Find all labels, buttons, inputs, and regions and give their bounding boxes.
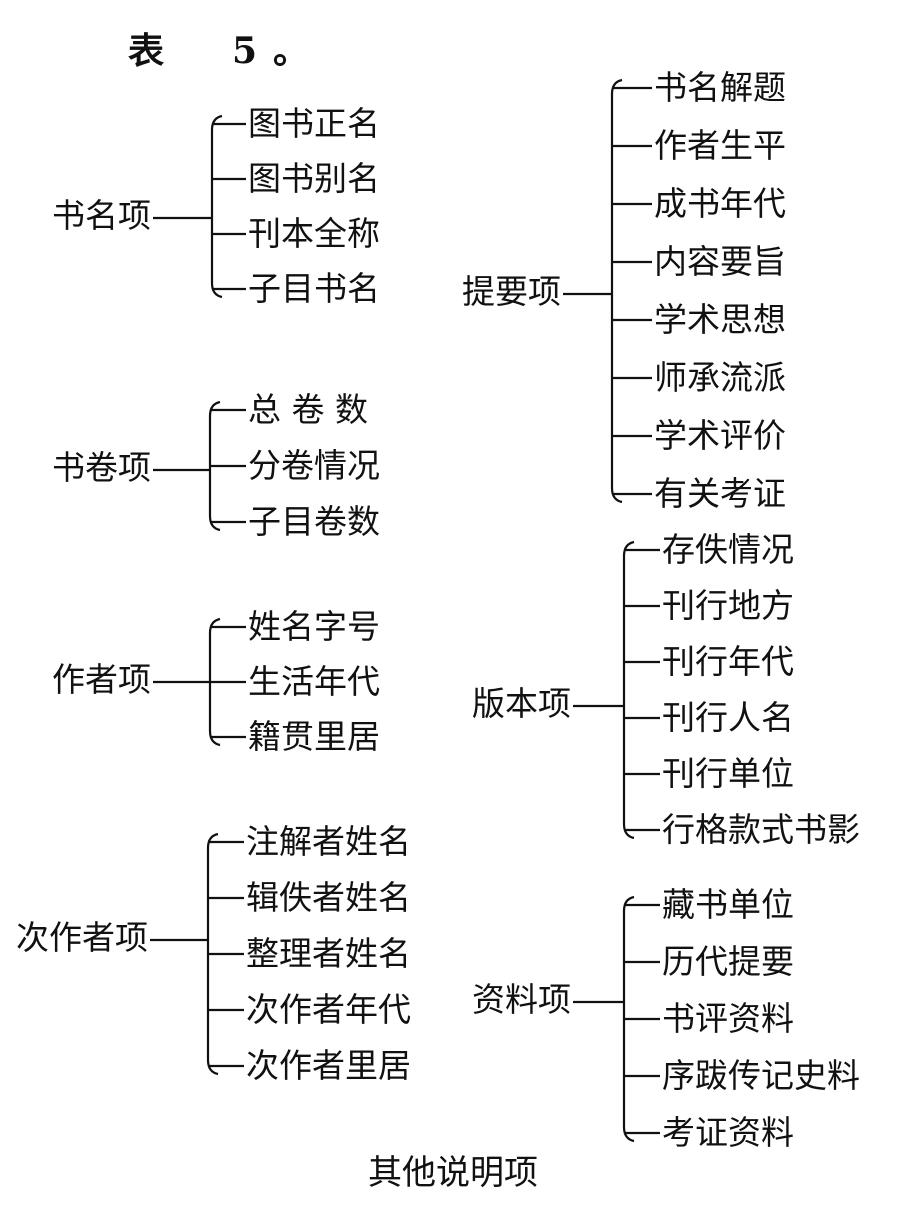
item-label: 藏书单位 [662, 885, 794, 924]
item-label: 刊行单位 [662, 754, 794, 793]
item-label: 生活年代 [248, 662, 380, 701]
item-label: 行格款式书影 [662, 810, 860, 849]
category-label: 资料项 [472, 980, 571, 1019]
bracket-line [206, 832, 219, 1076]
bracket-line [208, 617, 221, 747]
bracket-line [622, 895, 635, 1143]
item-label: 姓名字号 [248, 607, 380, 646]
item-label: 图书正名 [248, 104, 380, 143]
item-label: 考证资料 [662, 1113, 794, 1152]
figure-title: 表 5。 [128, 30, 326, 72]
item-label: 有关考证 [654, 474, 786, 513]
item-label: 历代提要 [662, 942, 794, 981]
category-label: 作者项 [52, 660, 151, 699]
item-label: 师承流派 [654, 358, 786, 397]
item-label: 次作者里居 [246, 1046, 411, 1085]
item-label: 图书别名 [248, 159, 380, 198]
item-label: 学术评价 [654, 416, 786, 455]
item-label: 子目卷数 [248, 502, 380, 541]
item-label: 成书年代 [654, 184, 786, 223]
bracket-line [610, 78, 623, 504]
bracket-line [622, 540, 635, 840]
item-label: 存佚情况 [662, 530, 794, 569]
category-label: 书卷项 [52, 448, 151, 487]
item-label: 次作者年代 [246, 990, 411, 1029]
item-label: 籍贯里居 [248, 717, 380, 756]
item-label: 整理者姓名 [246, 934, 411, 973]
bracket-line [208, 400, 221, 532]
item-label: 子目书名 [248, 269, 380, 308]
category-label: 提要项 [462, 272, 561, 311]
footer-caption: 其他说明项 [368, 1153, 538, 1193]
item-label: 分卷情况 [248, 446, 380, 485]
item-label: 刊行年代 [662, 642, 794, 681]
item-label: 总 卷 数 [248, 390, 368, 429]
item-label: 书名解题 [654, 68, 786, 107]
item-label: 注解者姓名 [246, 822, 411, 861]
item-label: 刊行地方 [662, 586, 794, 625]
item-label: 内容要旨 [654, 242, 786, 281]
item-label: 刊行人名 [662, 698, 794, 737]
item-label: 书评资料 [662, 999, 794, 1038]
category-label: 版本项 [472, 684, 571, 723]
bracket-line [210, 114, 223, 299]
item-label: 作者生平 [654, 126, 786, 165]
category-label: 书名项 [52, 196, 151, 235]
item-label: 刊本全称 [248, 214, 380, 253]
item-label: 序跋传记史料 [662, 1056, 860, 1095]
item-label: 辑佚者姓名 [246, 878, 411, 917]
category-label: 次作者项 [16, 918, 148, 957]
item-label: 学术思想 [654, 300, 786, 339]
